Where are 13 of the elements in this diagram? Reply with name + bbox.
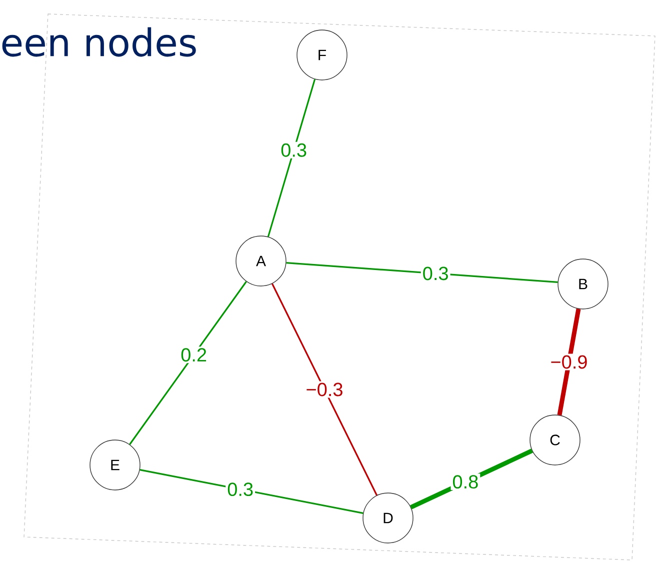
- edge-label: −0.3: [306, 382, 342, 396]
- edge-line: [557, 308, 581, 416]
- edge-line: [129, 281, 247, 445]
- edge-label: 0.3: [228, 482, 253, 496]
- edge-label: 0.8: [452, 475, 478, 489]
- edge-line: [272, 283, 378, 496]
- edge-label: 0.3: [281, 143, 306, 157]
- edge-label: 0.2: [181, 348, 206, 362]
- edge-label: 0.3: [423, 266, 448, 280]
- edge-label: −0.9: [551, 355, 587, 369]
- title: een nodes: [2, 27, 196, 57]
- edge-line: [286, 262, 558, 283]
- edge-line: [267, 79, 316, 237]
